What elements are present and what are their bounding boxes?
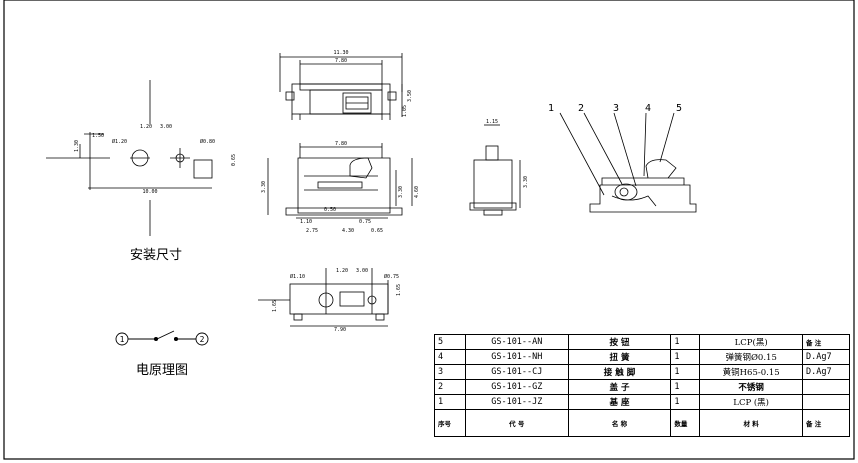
bottom-hole2: Ø0.75 [384,273,399,280]
dim-top-overall: 11.30 [333,50,348,56]
bottom-d1: 1.20 [336,268,348,274]
dim-front-mid: 3.30 [398,186,404,198]
bottom-view [258,268,389,327]
bottom-d2: 3.00 [356,268,368,274]
bom-row: 3 GS-101--CJ 接 触 脚 1 黄铜H65-0.15 D.Ag7 [434,364,850,380]
section-view [559,112,697,213]
install-hole: Ø1.20 [112,138,127,145]
top-view [279,53,403,120]
dim-front-b3: 2.75 [306,228,318,234]
dim-front-b1: 1.10 [300,219,312,225]
install-v: 1.30 [74,140,80,152]
callout-4: 4 [645,103,651,114]
install-total: 10.00 [142,189,157,195]
bottom-side: 1.65 [272,300,278,312]
dim-top-small: 1.05 [402,105,408,117]
install-d1: 1.20 [140,124,152,130]
bottom-hole1: Ø1.10 [290,273,305,280]
schematic-label: 电原理图 [136,363,188,378]
callout-3: 3 [613,103,619,114]
bom-row: 1 GS-101--JZ 基 座 1 LCP (黑) [434,394,850,410]
callout-5: 5 [676,103,682,114]
dim-side-height: 3.30 [523,176,529,188]
front-view [267,143,413,219]
dim-front-b4: 4.30 [342,228,354,234]
install-size-label: 安装尺寸 [130,248,182,263]
dim-front-total: 4.60 [414,186,420,198]
install-side: 0.65 [231,154,237,166]
bottom-h: 1.65 [396,284,402,296]
bom-row: 2 GS-101--GZ 盖 子 1 不锈钢 [434,379,850,395]
dim-front-height: 3.30 [261,181,267,193]
schematic [115,330,209,346]
callout-1: 1 [548,103,554,114]
bom-row: 5 GS-101--AN 按 钮 1 LCP(黑) 备 注 [434,334,850,350]
bom-row: 4 GS-101--NH 扭 簧 1 弹簧钢Ø0.15 D.Ag7 [434,349,850,365]
bom-table: 5 GS-101--AN 按 钮 1 LCP(黑) 备 注 4 GS-101--… [434,334,850,437]
install-footprint [46,80,213,236]
dim-side-h: 1.15 [486,119,498,125]
dim-front-small-a: 0.50 [324,207,336,213]
bottom-width: 7.90 [334,327,346,333]
side-view [469,124,521,216]
install-hole2: Ø0.80 [200,138,215,145]
install-sq: 1.50 [92,133,104,139]
dim-front-b5: 0.65 [371,228,383,234]
callout-2: 2 [578,103,584,114]
bom-header-row: 序号 代 号 名 称 数量 材 料 备 注 [434,409,850,437]
pin-2-label: 2 [200,335,205,344]
pin-1-label: 1 [120,335,125,344]
dim-top-height: 3.50 [407,90,413,102]
dim-front-width: 7.80 [335,141,347,147]
install-d2: 3.00 [160,124,172,130]
dim-top-inner: 7.80 [335,58,347,64]
dim-front-b2: 0.75 [359,219,371,225]
